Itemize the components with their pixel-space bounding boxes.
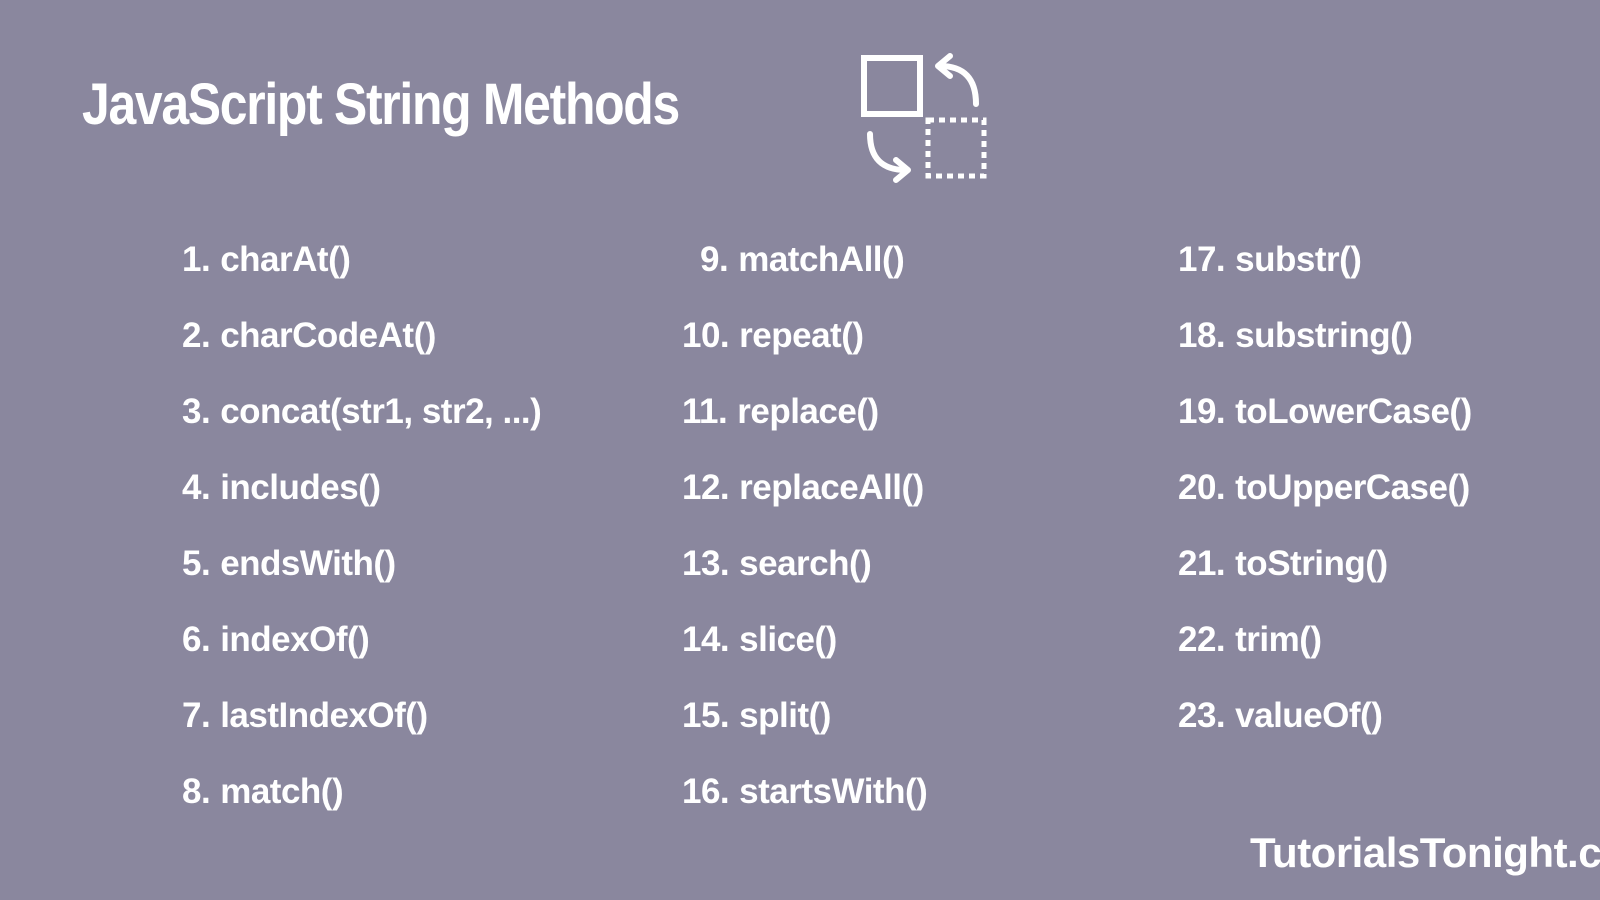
method-name: lastIndexOf() [220, 696, 428, 735]
method-name: includes() [220, 468, 381, 507]
method-item: 1.charAt() [182, 240, 351, 280]
method-item: 15.split() [682, 696, 831, 736]
method-name: charAt() [220, 240, 351, 279]
method-name: toLowerCase() [1235, 392, 1472, 431]
solid-box [861, 55, 923, 117]
method-number: 4. [182, 468, 211, 507]
method-number: 14. [682, 620, 730, 659]
method-number: 20. [1178, 468, 1226, 507]
method-item: 7.lastIndexOf() [182, 696, 428, 736]
method-name: concat(str1, str2, ...) [220, 392, 542, 431]
method-item: 19.toLowerCase() [1178, 392, 1472, 432]
method-number: 7. [182, 696, 211, 735]
method-number: 15. [682, 696, 730, 735]
method-item: 10.repeat() [682, 316, 864, 356]
method-item: 21.toString() [1178, 544, 1388, 584]
method-name: repeat() [739, 316, 864, 355]
method-item: 18.substring() [1178, 316, 1413, 356]
method-number: 6. [182, 620, 211, 659]
method-item: 6.indexOf() [182, 620, 370, 660]
method-item: 23.valueOf() [1178, 696, 1383, 736]
method-name: toUpperCase() [1235, 468, 1470, 507]
method-number: 12. [682, 468, 730, 507]
method-number: 19. [1178, 392, 1226, 431]
method-name: startsWith() [739, 772, 928, 811]
method-name: replace() [737, 392, 879, 431]
page-title: JavaScript String Methods [82, 72, 680, 137]
method-item: 20.toUpperCase() [1178, 468, 1470, 508]
method-name: slice() [739, 620, 837, 659]
method-item: 16.startsWith() [682, 772, 928, 812]
method-number: 5. [182, 544, 211, 583]
method-item: 8.match() [182, 772, 344, 812]
method-number: 22. [1178, 620, 1226, 659]
method-number: 11. [682, 392, 728, 431]
method-name: substr() [1235, 240, 1362, 279]
method-number: 17. [1178, 240, 1226, 279]
method-item: 2.charCodeAt() [182, 316, 436, 356]
swap-boxes-icon [861, 53, 987, 183]
method-name: toString() [1235, 544, 1388, 583]
method-item: 22.trim() [1178, 620, 1322, 660]
method-number: 16. [682, 772, 730, 811]
method-name: search() [739, 544, 872, 583]
method-name: valueOf() [1235, 696, 1383, 735]
method-name: substring() [1235, 316, 1413, 355]
method-item: 5.endsWith() [182, 544, 396, 584]
method-item: 11.replace() [682, 392, 879, 432]
method-item: 4.includes() [182, 468, 381, 508]
dashed-box [925, 117, 987, 179]
method-number: 3. [182, 392, 211, 431]
method-number: 23. [1178, 696, 1226, 735]
method-item: 17.substr() [1178, 240, 1362, 280]
method-item: 3.concat(str1, str2, ...) [182, 392, 542, 432]
arrow-down-right-head [893, 157, 911, 183]
arrow-up-left [937, 63, 979, 107]
method-number: 21. [1178, 544, 1226, 583]
method-number: 8. [182, 772, 211, 811]
method-name: match() [220, 772, 344, 811]
method-number: 10. [682, 316, 730, 355]
method-name: replaceAll() [739, 468, 924, 507]
method-number: 9. [700, 240, 729, 279]
arrow-down-right [867, 131, 909, 173]
method-name: indexOf() [220, 620, 370, 659]
arrow-up-left-head [935, 53, 953, 79]
method-name: charCodeAt() [220, 316, 436, 355]
method-name: split() [739, 696, 831, 735]
method-name: matchAll() [738, 240, 905, 279]
method-number: 18. [1178, 316, 1226, 355]
method-number: 2. [182, 316, 211, 355]
method-name: trim() [1235, 620, 1322, 659]
method-item: 14.slice() [682, 620, 837, 660]
method-item: 13.search() [682, 544, 872, 584]
site-watermark: TutorialsTonight.com [1250, 829, 1600, 876]
method-number: 1. [182, 240, 211, 279]
method-name: endsWith() [220, 544, 396, 583]
method-number: 13. [682, 544, 730, 583]
method-item: 9.matchAll() [700, 240, 905, 280]
method-item: 12.replaceAll() [682, 468, 924, 508]
